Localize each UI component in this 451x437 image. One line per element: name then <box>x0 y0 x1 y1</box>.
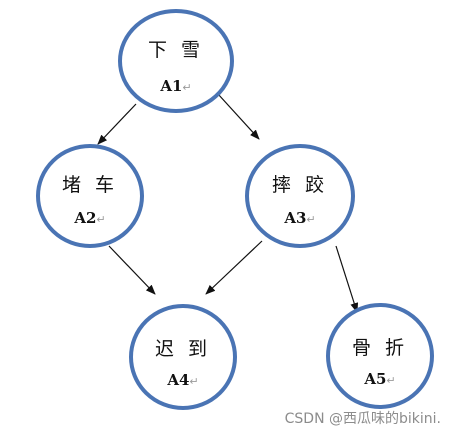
node-a2-title: 堵 车 <box>62 174 118 196</box>
node-a4-circle <box>129 304 237 410</box>
node-a3: 摔 跤 A3↵ <box>245 144 355 248</box>
node-a1-code-line: A1↵ <box>159 77 191 95</box>
node-a1-circle <box>118 9 234 113</box>
node-a4: 迟 到 A4↵ <box>129 304 237 410</box>
node-a1-title: 下 雪 <box>148 39 204 61</box>
node-a2-code: A2 <box>73 209 96 227</box>
node-a3-code: A3 <box>283 209 306 227</box>
node-a1-code: A1 <box>159 77 182 95</box>
node-a4-title: 迟 到 <box>155 338 211 360</box>
node-a5-code: A5 <box>363 370 386 388</box>
edge-a3-a5 <box>335 245 359 313</box>
node-a2-return-mark: ↵ <box>96 213 105 226</box>
node-a3-code-line: A3↵ <box>283 209 315 227</box>
node-a3-return-mark: ↵ <box>306 213 315 226</box>
node-a5-circle <box>326 303 434 409</box>
watermark: CSDN @西瓜味的bikini. <box>284 411 441 427</box>
edge-a1-a2 <box>97 103 137 145</box>
node-a5-code-line: A5↵ <box>363 370 395 388</box>
node-a1-return-mark: ↵ <box>182 81 191 94</box>
node-a2: 堵 车 A2↵ <box>36 144 144 248</box>
node-a3-circle <box>245 144 355 248</box>
node-a5-return-mark: ↵ <box>386 374 395 387</box>
node-a4-code-line: A4↵ <box>166 371 198 389</box>
node-a2-circle <box>36 144 144 248</box>
node-a4-return-mark: ↵ <box>189 375 198 388</box>
node-a5-title: 骨 折 <box>352 337 408 359</box>
node-a1: 下 雪 A1↵ <box>118 9 234 113</box>
edges <box>97 93 359 313</box>
node-a5: 骨 折 A5↵ <box>326 303 434 409</box>
node-a4-code: A4 <box>166 371 189 389</box>
edge-a3-a4 <box>205 240 263 295</box>
edge-a2-a4 <box>108 245 156 295</box>
node-a3-title: 摔 跤 <box>272 174 328 196</box>
edge-a1-a3 <box>217 93 260 140</box>
node-a2-code-line: A2↵ <box>73 209 105 227</box>
